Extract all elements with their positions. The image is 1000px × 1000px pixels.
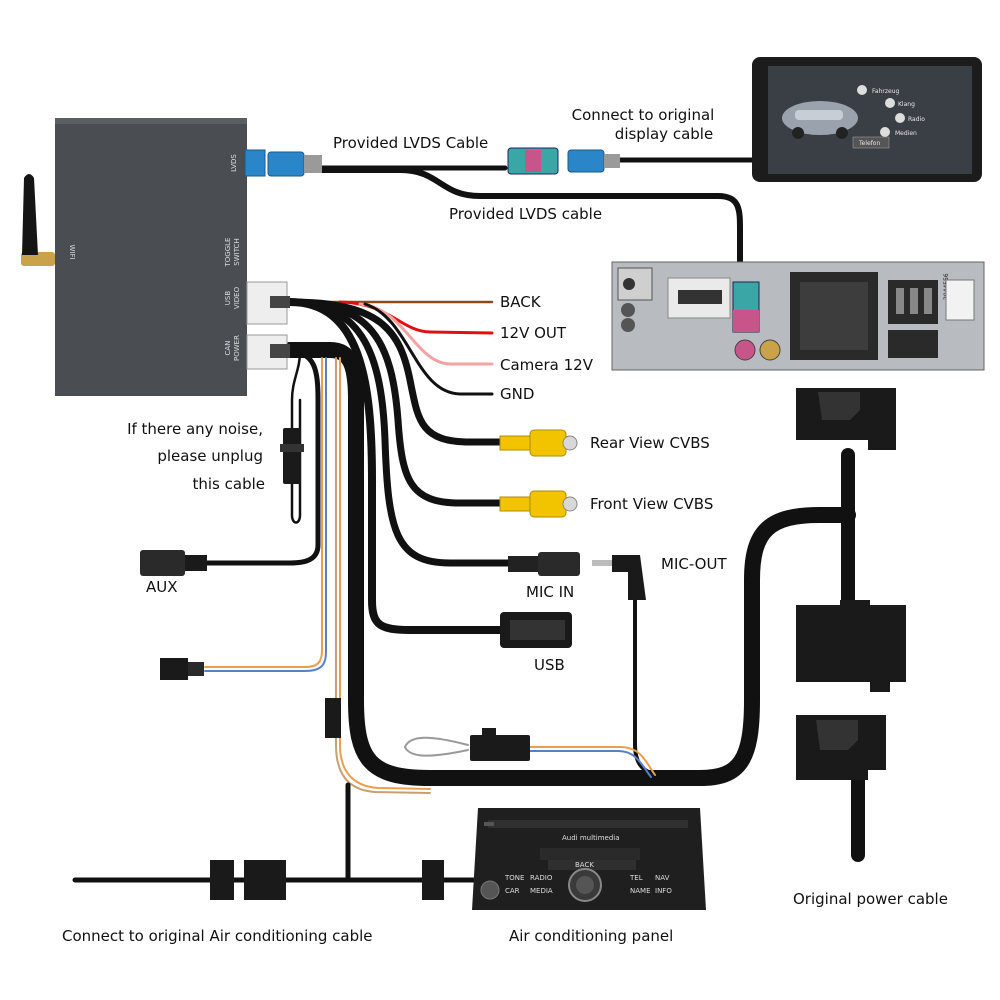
cable-mic-out <box>633 593 672 778</box>
wire-can-orange-1 <box>204 357 323 668</box>
panel-btn-info: INFO <box>655 887 672 895</box>
original-display: Fahrzeug Klang Radio Medien Telefon <box>752 57 982 182</box>
cable-usb <box>286 298 509 634</box>
noise-plug <box>280 428 304 484</box>
mic-in-connector <box>508 552 580 576</box>
port-label-lvds: LVDS <box>230 154 238 172</box>
rear-view-rca-connector <box>499 429 578 457</box>
label-back: BACK <box>500 293 542 311</box>
port-label-power: POWER <box>233 335 241 361</box>
power-plugs <box>796 388 906 780</box>
wire-12v-out <box>338 300 494 335</box>
port-label-usb: USB <box>224 291 232 306</box>
can-small-plug <box>160 658 204 680</box>
cables <box>72 157 865 883</box>
head-unit-fakra-gold <box>759 339 781 361</box>
panel-btn-radio: RADIO <box>530 874 553 882</box>
wifi-antenna <box>21 174 55 266</box>
ac-plug-left-2 <box>244 860 286 900</box>
panel-btn-tel: TEL <box>629 874 643 882</box>
label-rear-view: Rear View CVBS <box>590 434 710 452</box>
wire-loop-left-bottom <box>404 746 469 757</box>
ac-small-plug <box>325 698 341 738</box>
panel-volume-knob <box>480 880 500 900</box>
aux-connector <box>140 550 207 576</box>
label-camera-12v: Camera 12V <box>500 356 594 374</box>
panel-btn-tone: TONE <box>504 874 524 882</box>
wire-plug-orange <box>529 746 656 776</box>
wire-gnd <box>363 302 494 396</box>
cable-noise-loop <box>290 350 302 524</box>
usb-connector <box>500 612 572 648</box>
cable-mic-in <box>286 298 514 567</box>
wire-loop-left-top <box>404 736 469 748</box>
label-air-cond-panel: Air conditioning panel <box>509 927 673 945</box>
head-unit-qr <box>945 279 975 321</box>
screen-menu-fahrzeug: Fahrzeug <box>872 88 899 95</box>
wifi-label: WIFI <box>68 244 76 259</box>
label-original-power-cable: Original power cable <box>793 890 948 908</box>
label-aux: AUX <box>146 578 178 596</box>
lvds-plug-display <box>567 149 605 173</box>
label-air-cond-cable: Connect to original Air conditioning cab… <box>62 927 373 945</box>
label-front-view: Front View CVBS <box>590 495 713 513</box>
air-conditioning-panel: Audi multimedia BACK TONE RADIO CAR MEDI… <box>472 808 706 910</box>
power-harness <box>282 342 856 786</box>
mic-out-plug <box>592 555 646 600</box>
port-label-switch: SWITCH <box>233 238 241 265</box>
label-connect-display-2: display cable <box>615 125 713 143</box>
panel-btn-name: NAME <box>630 887 651 895</box>
port-label-can: CAN <box>224 341 232 356</box>
interface-box-body <box>55 118 247 396</box>
power-plug-bottom <box>796 715 886 780</box>
connectors <box>140 428 646 900</box>
panel-back-label: BACK <box>575 861 594 869</box>
wire-can-blue-1 <box>204 357 327 672</box>
lvds-plug-1 <box>267 151 305 177</box>
wire-ac-orange <box>339 357 431 790</box>
front-view-rca-connector <box>499 490 578 518</box>
screen-menu-klang: Klang <box>898 101 915 108</box>
ac-plug-right <box>422 860 444 900</box>
panel-btn-media: MEDIA <box>530 887 553 895</box>
labels: Provided LVDS Cable Connect to original … <box>62 106 948 945</box>
label-mic-out: MIC-OUT <box>661 555 727 573</box>
label-provided-lvds-cable-top: Provided LVDS Cable <box>333 134 488 152</box>
label-mic-in: MIC IN <box>526 583 574 601</box>
head-unit-fakra-pink <box>734 339 756 361</box>
power-plug-top <box>796 388 896 450</box>
panel-btn-nav: NAV <box>655 874 670 882</box>
cable-front-view <box>286 298 504 507</box>
panel-btn-car: CAR <box>505 887 520 895</box>
label-noise-3: this cable <box>193 475 266 493</box>
label-noise-2: please unplug <box>157 447 263 465</box>
lvds-head-unit-cable <box>317 167 743 285</box>
port-label-video: VIDEO <box>233 286 241 309</box>
interface-box: WIFI LVDS TOGGLE SWITCH USB VIDEO CAN PO… <box>21 118 290 396</box>
lvds-connectors <box>267 147 620 177</box>
label-connect-display-1: Connect to original <box>572 106 715 124</box>
label-12v-out: 12V OUT <box>500 324 567 342</box>
label-gnd: GND <box>500 385 534 403</box>
head-unit: 2044556 <box>611 261 985 371</box>
port-label-toggle: TOGGLE <box>224 238 232 268</box>
loop-plug <box>470 728 530 761</box>
label-provided-lvds-cable-mid: Provided LVDS cable <box>449 205 602 223</box>
screen-menu-telefon: Telefon <box>858 140 880 147</box>
wire-plug-blue <box>529 750 652 778</box>
label-usb: USB <box>534 656 565 674</box>
screen-menu-radio: Radio <box>908 116 925 123</box>
cable-rear-view <box>286 298 504 446</box>
panel-brand: Audi multimedia <box>562 834 620 842</box>
lvds-port <box>244 149 266 177</box>
wire-ac-tan <box>335 357 431 794</box>
ac-plug-left-1 <box>210 860 234 900</box>
cable-aux <box>202 349 321 566</box>
screen-menu-medien: Medien <box>895 130 917 137</box>
power-plug-middle <box>796 600 906 692</box>
label-noise-1: If there any noise, <box>127 420 263 438</box>
